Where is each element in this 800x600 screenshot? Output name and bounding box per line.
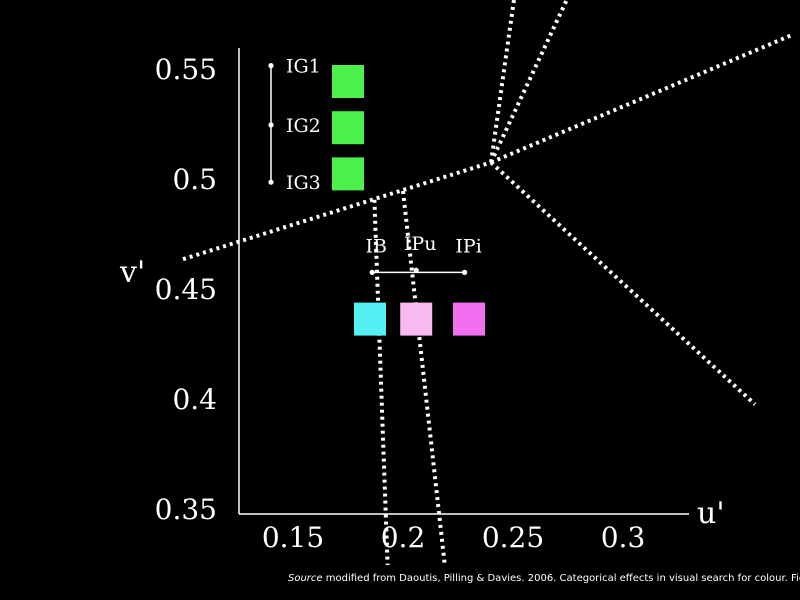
point-label: IPu: [404, 233, 437, 255]
y-tick-label: 0.35: [155, 493, 217, 526]
y-tick-labels: 0.55 0.5 0.45 0.4 0.35: [155, 53, 217, 526]
x-axis-label: u': [697, 496, 725, 531]
y-tick-label: 0.5: [172, 163, 217, 196]
color-swatch: [332, 111, 364, 145]
point-label: IB: [365, 235, 386, 257]
data-point: [413, 267, 419, 273]
point-label: IG3: [286, 172, 321, 194]
source-caption: Source modified from Daoutis, Pilling & …: [288, 573, 800, 584]
data-point: [268, 63, 274, 69]
color-swatch: [400, 302, 433, 336]
x-tick-label: 0.3: [601, 521, 646, 554]
y-tick-label: 0.55: [155, 53, 217, 86]
y-tick-label: 0.4: [172, 383, 217, 416]
source-text: modified from Daoutis, Pilling & Davies.…: [322, 573, 800, 584]
data-point: [369, 269, 375, 275]
color-swatch: [332, 65, 364, 98]
point-label: IG2: [286, 115, 321, 137]
data-point: [462, 269, 468, 275]
x-tick-label: 0.15: [262, 521, 324, 554]
boundary-line: [490, 32, 794, 165]
x-tick-labels: 0.15 0.2 0.25 0.3: [262, 521, 645, 554]
x-tick-label: 0.25: [482, 521, 544, 554]
color-swatches: [332, 65, 485, 336]
data-point: [268, 122, 274, 128]
color-swatch: [453, 302, 485, 336]
color-swatch: [354, 302, 386, 336]
color-swatch: [332, 157, 364, 191]
category-boundaries: [182, 0, 794, 566]
x-tick-label: 0.2: [381, 521, 426, 554]
boundary-line: [182, 160, 492, 262]
data-point: [268, 179, 274, 185]
boundary-line: [489, 0, 516, 163]
y-tick-label: 0.45: [155, 273, 217, 306]
source-word: Source: [288, 573, 323, 584]
boundary-line: [372, 199, 390, 566]
boundary-line: [489, 160, 757, 406]
point-label: IG1: [286, 56, 321, 78]
boundary-line: [489, 0, 569, 164]
point-label: IPi: [455, 235, 481, 257]
y-axis-label: v': [119, 255, 145, 290]
